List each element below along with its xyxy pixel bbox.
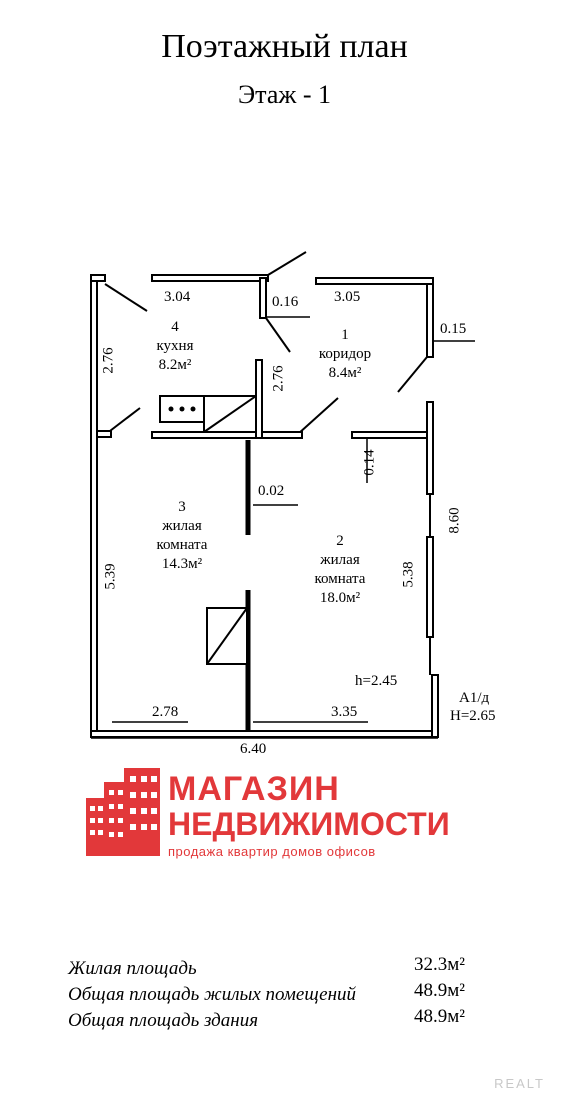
room-3-label: 3 жилая комната 14.3м² [132,498,232,574]
ceiling-height: h=2.45 [355,673,398,689]
logo-tagline: продажа квартир домов офисов [168,844,376,859]
room-4-name: кухня [156,338,194,354]
room-3-number: 3 [178,499,186,515]
logo-line1: МАГАЗИН [168,770,340,808]
dim-kitchen-right: 2.76 [270,365,287,392]
outer-wall-top [90,274,434,285]
room-2-name2: комната [314,571,366,587]
summary-living-value: 32.3м² [414,954,465,975]
agency-logo: МАГАЗИН НЕДВИЖИМОСТИ продажа квартир дом… [86,764,450,859]
dim-door-gap: 0.14 [361,449,378,476]
dim-top-mid: 0.16 [272,294,299,310]
summary-living-label: Жилая площадь [68,958,197,979]
room-4-label: 4 кухня 8.2м² [140,318,210,375]
dim-total-bottom: 6.40 [240,741,267,757]
building-height: Н=2.65 [450,708,496,724]
room-3-name1: жилая [162,518,202,534]
dim-bottom-right: 3.35 [331,704,358,720]
room-2-number: 2 [336,533,344,549]
room-4-number: 4 [171,319,179,335]
room-4-area: 8.2м² [158,357,192,373]
dim-top-left: 3.04 [164,289,191,305]
outer-wall-left [90,274,98,738]
room-1-number: 1 [341,327,349,343]
summary-residential-label: Общая площадь жилых помещений [68,984,357,1005]
dim-top-right: 3.05 [334,289,361,305]
room-2-label: 2 жилая комната 18.0м² [290,532,390,608]
plan-title: Поэтажный план [161,28,408,65]
room-2-name1: жилая [320,552,360,568]
dim-right-small: 0.15 [440,321,467,337]
summary-building-label: Общая площадь здания [68,1010,259,1031]
room-3-area: 14.3м² [161,556,203,572]
room-3-name2: комната [156,537,208,553]
outer-wall-bottom [90,730,439,738]
dim-bottom-left: 2.78 [152,704,179,720]
room-2-area: 18.0м² [319,590,361,606]
watermark: REALT [494,1076,545,1091]
dim-room2-right: 5.38 [400,561,417,588]
room-1-label: 1 коридор 8.4м² [300,326,390,383]
building-label: А1/д [459,690,490,706]
summary-residential-value: 48.9м² [414,980,465,1001]
dim-left-wall: 5.39 [102,563,119,590]
floor-label: Этаж - 1 [237,80,331,109]
logo-line2: НЕДВИЖИМОСТИ [168,806,450,842]
dim-kitchen-left: 2.76 [100,347,117,374]
dim-partition: 0.02 [258,483,285,499]
room-1-name: коридор [318,346,372,362]
outer-wall-right [426,281,439,738]
dim-total-right: 8.60 [446,507,463,534]
floor-plan-drawing [90,251,475,739]
room-1-area: 8.4м² [328,365,362,381]
building-logo-icon [86,768,160,856]
summary-building-value: 48.9м² [414,1006,465,1027]
